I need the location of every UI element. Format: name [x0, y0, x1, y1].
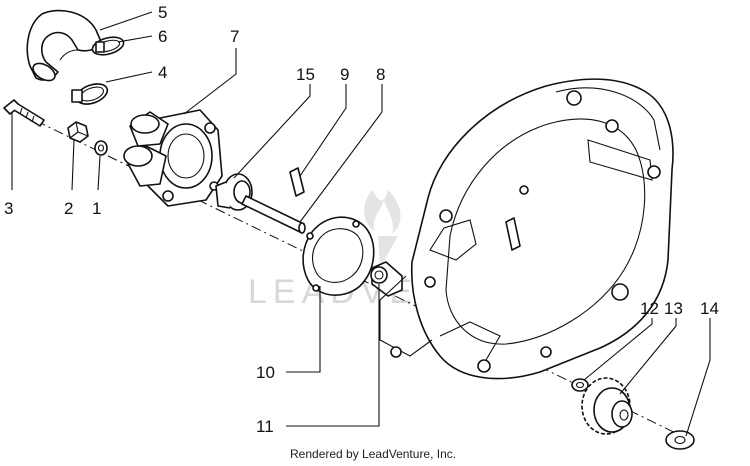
- clutch-cover-part: [379, 78, 674, 380]
- callout-2: 2: [64, 199, 73, 218]
- callout-6: 6: [158, 27, 167, 46]
- footer-credit: Rendered by LeadVenture, Inc.: [290, 447, 456, 461]
- leader-lines: [11, 11, 711, 437]
- callout-1: 1: [92, 199, 101, 218]
- callout-13: 13: [664, 299, 683, 318]
- callout-3: 3: [4, 199, 13, 218]
- hose-elbow-part: [26, 9, 103, 82]
- callout-11: 11: [256, 417, 274, 436]
- pin-part: [289, 167, 305, 197]
- washer-part: [571, 378, 589, 392]
- callout-7: 7: [230, 27, 239, 46]
- pump-housing-part: [123, 109, 223, 207]
- callout-5: 5: [158, 3, 167, 22]
- callout-12: 12: [640, 299, 659, 318]
- hose-clamp-upper-part: [91, 36, 125, 56]
- callout-8: 8: [376, 65, 385, 84]
- bolt-part: [3, 99, 45, 127]
- plug-screw-part: [67, 121, 89, 143]
- callout-9: 9: [340, 65, 349, 84]
- callout-4: 4: [158, 63, 167, 82]
- callout-15: 15: [296, 65, 315, 84]
- washer-large-part: [665, 430, 695, 450]
- hose-clamp-lower-part: [71, 83, 109, 105]
- pump-gear-part: [581, 377, 633, 435]
- pump-shaft-part: [241, 195, 306, 234]
- callout-14: 14: [700, 299, 719, 318]
- washer-small-part: [94, 140, 108, 156]
- callout-10: 10: [256, 363, 275, 382]
- gasket-part: [302, 216, 375, 296]
